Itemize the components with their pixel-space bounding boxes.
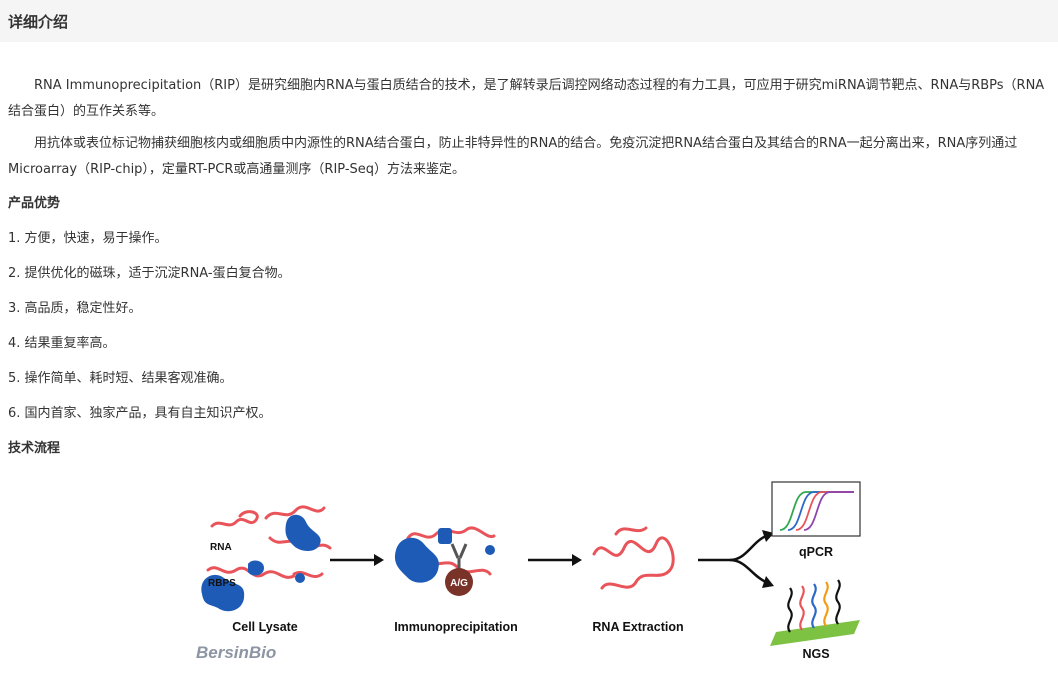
rbps-label: RBPS	[208, 578, 236, 589]
immunoprecipitation-icon	[394, 526, 496, 596]
bead-label: A/G	[450, 578, 468, 589]
intro-paragraph-1: RNA Immunoprecipitation（RIP）是研究细胞内RNA与蛋白…	[8, 78, 1045, 119]
brand-logo: BersinBio	[196, 643, 276, 662]
split-arrow-icon	[698, 530, 774, 588]
advantage-item: 5. 操作简单、耗时短、结果客观准确。	[8, 371, 233, 386]
advantage-item: 4. 结果重复率高。	[8, 336, 116, 351]
advantage-item: 2. 提供优化的磁珠，适于沉淀RNA-蛋白复合物。	[8, 266, 291, 281]
qpcr-plot-icon	[771, 481, 861, 537]
rip-workflow-diagram: RNA RBPS A/G	[190, 478, 870, 683]
advantage-item: 6. 国内首家、独家产品，具有自主知识产权。	[8, 406, 272, 421]
section-header: 详细介绍	[0, 0, 1058, 42]
section-title: 详细介绍	[8, 12, 69, 31]
output-qpcr: qPCR	[799, 545, 833, 559]
advantages-title: 产品优势	[8, 196, 61, 211]
content-area: RNA Immunoprecipitation（RIP）是研究细胞内RNA与蛋白…	[0, 73, 1058, 462]
step-immunoprecipitation: Immunoprecipitation	[394, 620, 518, 634]
step-cell-lysate: Cell Lysate	[232, 620, 298, 634]
arrow-icon	[528, 554, 582, 566]
advantage-item: 3. 高品质，稳定性好。	[8, 301, 142, 316]
workflow-svg: RNA RBPS A/G	[196, 481, 861, 662]
extracted-rna-icon	[592, 526, 675, 590]
intro-paragraph-2: 用抗体或表位标记物捕获细胞核内或细胞质中内源性的RNA结合蛋白，防止非特异性的R…	[8, 136, 1018, 177]
rbp-protein-icon	[201, 514, 321, 612]
output-ngs: NGS	[802, 647, 829, 661]
workflow-title: 技术流程	[8, 441, 61, 456]
advantage-item: 1. 方便，快速，易于操作。	[8, 231, 168, 246]
step-rna-extraction: RNA Extraction	[592, 620, 683, 634]
arrow-icon	[330, 554, 384, 566]
rna-label: RNA	[210, 542, 232, 553]
ngs-sequencing-icon	[770, 579, 860, 646]
